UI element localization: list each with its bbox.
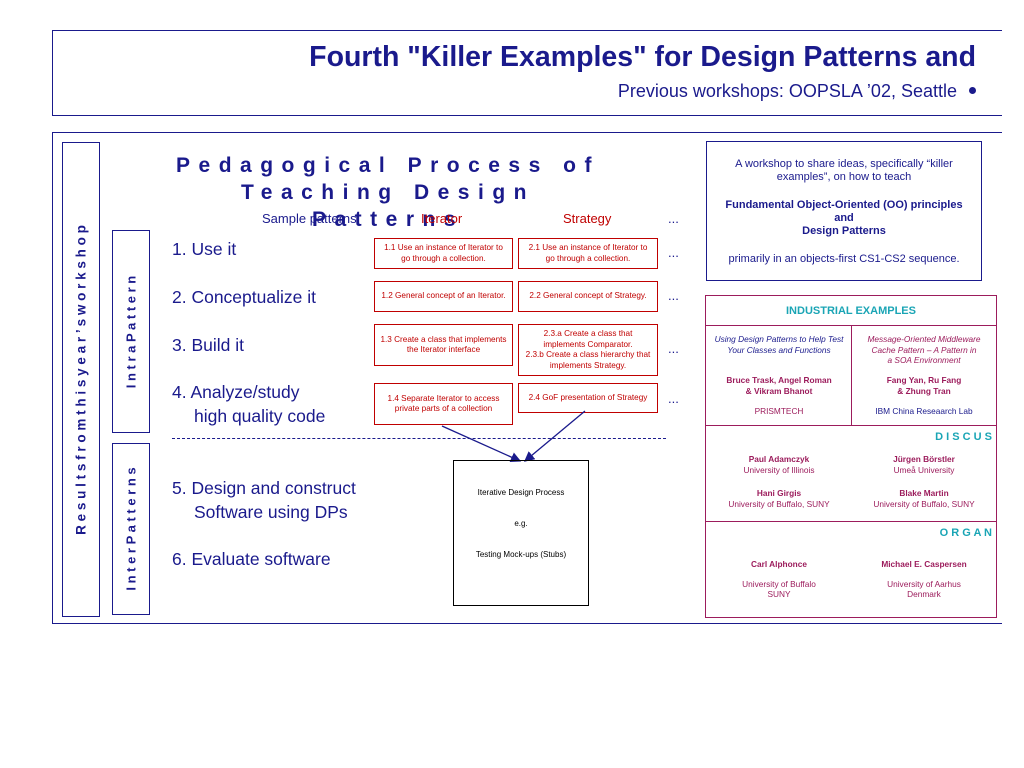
strategy-box-3: 2.3.a Create a class that implements Com…: [518, 324, 658, 376]
industrial-left-org: PRISMTECH: [754, 406, 804, 416]
sample-patterns-label: Sample patterns:: [262, 211, 361, 226]
workshop-intro: A workshop to share ideas, specifically …: [735, 158, 953, 183]
main-frame: [52, 132, 1002, 624]
step-2: 2. Conceptualize it: [172, 287, 316, 307]
industrial-heading: INDUSTRIAL EXAMPLES: [786, 305, 916, 317]
results-side-box: R e s u l t s f r o m t h i s y e a r ’ …: [62, 142, 100, 617]
iterative-line-2: e.g.: [514, 519, 528, 528]
inter-patterns-box: I n t e r P a t t e r n s: [112, 443, 150, 615]
slide-subtitle: Previous workshops: OOPSLA ’02, Seattle: [618, 81, 976, 102]
slide-title: Fourth "Killer Examples" for Design Patt…: [309, 41, 976, 73]
strategy-column-header: Strategy: [563, 211, 612, 226]
strategy-box-4: 2.4 GoF presentation of Strategy: [518, 383, 658, 413]
industrial-right-org: IBM China Reseaarch Lab: [875, 406, 973, 416]
iterative-line-3: Testing Mock-ups (Stubs): [475, 550, 567, 559]
workshop-bold-3: Design Patterns: [802, 225, 886, 237]
strategy-box-3a: 2.3.a Create a class that implements Com…: [543, 329, 633, 349]
step-3: 3. Build it: [172, 335, 244, 355]
iterator-column-header: Iterator: [421, 211, 463, 226]
industrial-left-authors: Bruce Trask, Angel Roman& Vikram Bhanot: [726, 375, 832, 396]
pedagogical-heading-line2: Teaching Design Patterns: [241, 181, 535, 231]
ellipsis-row-1: ...: [668, 245, 679, 260]
iterator-box-4: 1.4 Separate Iterator to access private …: [374, 383, 513, 425]
ellipsis-row-4: ...: [668, 391, 679, 406]
step-4-line2: high quality code: [194, 406, 326, 426]
step-5-line1: 5. Design and construct: [172, 478, 356, 498]
iterative-line-1: Iterative Design Process: [477, 488, 565, 497]
strategy-box-2: 2.2 General concept of Strategy.: [518, 281, 658, 312]
header-frame: [52, 30, 1002, 116]
industrial-right-authors: Fang Yan, Ru Fang& Zhung Tran: [886, 375, 962, 396]
bullet-icon: [969, 86, 976, 94]
step-4: 4. Analyze/study high quality code: [172, 380, 325, 428]
workshop-outro: primarily in an objects-first CS1-CS2 se…: [728, 253, 960, 265]
arrow-strategy-to-process: [524, 410, 586, 462]
organ-divider: [706, 521, 996, 522]
discus-divider: [706, 425, 996, 426]
industrial-panel: INDUSTRIAL EXAMPLES Using Design Pattern…: [705, 295, 997, 618]
workshop-description-box: A workshop to share ideas, specifically …: [706, 141, 982, 281]
intra-pattern-box: I n t r a P a t t e r n: [112, 230, 150, 433]
strategy-box-1: 2.1 Use an instance of Iterator to go th…: [518, 238, 658, 269]
step-5-line2: Software using DPs: [194, 502, 348, 522]
iterative-design-box: Iterative Design Process e.g. Testing Mo…: [453, 460, 589, 606]
step-6: 6. Evaluate software: [172, 549, 331, 569]
iterator-box-1: 1.1 Use an instance of Iterator to go th…: [374, 238, 513, 269]
workshop-bold-2: and: [834, 212, 854, 224]
organ-person-1: Carl Alphonce University of Buffalo SUNY: [742, 559, 816, 599]
strategy-box-3b: 2.3.b Create a class hierarchy that impl…: [525, 350, 651, 370]
discus-heading: D I S C U S: [935, 431, 992, 443]
ellipsis-row-3: ...: [668, 341, 679, 356]
step-4-line1: 4. Analyze/study: [172, 382, 300, 402]
step-1: 1. Use it: [172, 239, 237, 259]
organ-person-2: Michael E. Caspersen University of Aarhu…: [881, 559, 967, 599]
ellipsis-row-2: ...: [668, 288, 679, 303]
pedagogical-heading-line1: Pedagogical Process of: [176, 154, 600, 177]
step-5: 5. Design and construct Software using D…: [172, 476, 356, 524]
industrial-column-divider: [851, 325, 852, 425]
organ-heading: O R G A N: [939, 527, 992, 539]
pedagogical-heading: Pedagogical Process of Teaching Design P…: [160, 152, 616, 233]
arrow-iterator-to-process: [441, 425, 522, 463]
workshop-bold-1: Fundamental Object-Oriented (OO) princip…: [725, 199, 963, 211]
iterator-box-3: 1.3 Create a class that implements the I…: [374, 324, 513, 366]
dashed-separator: [172, 438, 666, 439]
ellipsis-header: ...: [668, 211, 679, 226]
iterator-box-2: 1.2 General concept of an Iterator.: [374, 281, 513, 312]
